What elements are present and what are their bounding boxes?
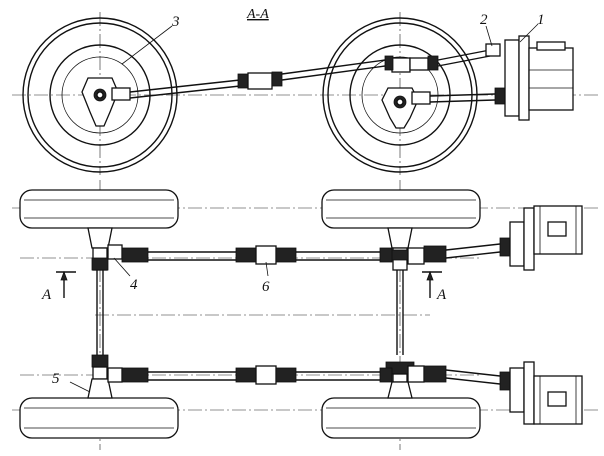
- front-traction-motor: [509, 205, 583, 271]
- front-motor-shaft: [423, 237, 511, 263]
- leader-4: [113, 257, 131, 277]
- section-marker-right-label: А: [436, 287, 447, 303]
- callout-6: 6: [262, 279, 270, 295]
- section-marker-left-label: А: [41, 287, 52, 303]
- front-cardan-shaft: [121, 245, 393, 265]
- leader-2: [485, 25, 493, 47]
- section-title: А-А: [246, 7, 269, 22]
- leader-5: [69, 381, 91, 393]
- short-drive-shaft-top-view: [429, 87, 506, 105]
- rear-left-tire: [19, 397, 179, 439]
- right-wheel-side-view: [322, 17, 478, 173]
- section-marker-left: [56, 270, 76, 298]
- right-axle-column: [385, 227, 425, 399]
- leader-1: [519, 23, 539, 43]
- leader-6: [265, 261, 269, 277]
- leader-3: [121, 25, 173, 65]
- front-left-tire: [19, 189, 179, 229]
- section-view-a-a: [12, 12, 600, 175]
- plan-view: [12, 180, 600, 450]
- callout-4: 4: [130, 277, 138, 293]
- callout-2: 2: [480, 12, 488, 28]
- callout-1: 1: [537, 12, 545, 28]
- rear-right-tire: [321, 397, 481, 439]
- front-right-tire: [321, 189, 481, 229]
- rear-traction-motor: [509, 361, 583, 425]
- right-wheel-reducer: [381, 57, 431, 129]
- section-marker-right: [422, 270, 442, 298]
- long-drive-shaft-top-view: [129, 43, 501, 99]
- rear-motor-shaft: [423, 365, 511, 391]
- callout-5: 5: [52, 371, 60, 387]
- left-axle-column: [87, 227, 123, 399]
- traction-motor-top-view: [504, 35, 574, 121]
- rear-cardan-shaft: [121, 365, 393, 385]
- left-wheel-side-view: [22, 17, 178, 173]
- callout-3: 3: [171, 14, 180, 30]
- left-wheel-reducer: [81, 77, 131, 127]
